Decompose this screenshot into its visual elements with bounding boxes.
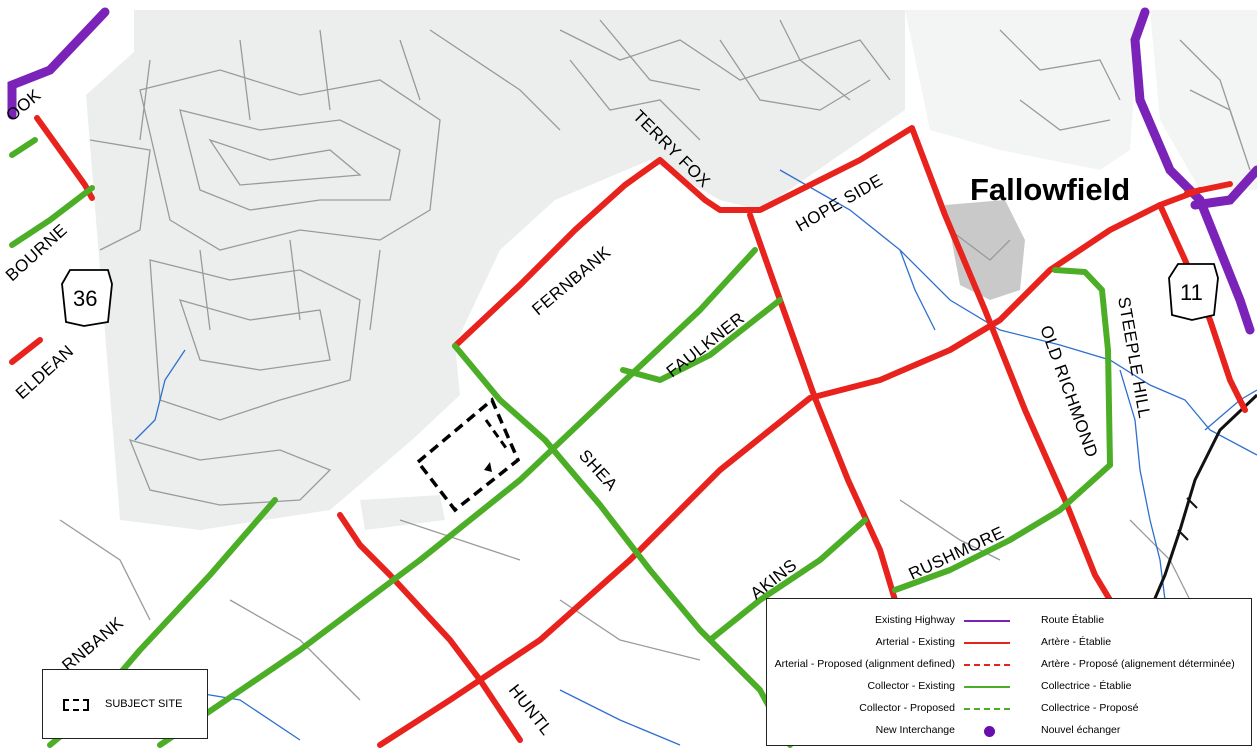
road-label-fernbank-south: RNBANK — [58, 613, 127, 675]
legend-row-collector-existing: Collector - Existing Collectrice - Établ… — [767, 677, 1251, 697]
road-label-steeple-hill: STEEPLE HILL — [1114, 295, 1154, 420]
legend-fr-label: Collectrice - Proposé — [1041, 702, 1139, 714]
road-label-hope-side: HOPE SIDE — [793, 170, 887, 235]
legend-symbol-collector-existing — [964, 686, 1010, 688]
urban-area — [10, 10, 1257, 530]
legend-row-new-interchange: New Interchange Nouvel échanger — [767, 721, 1251, 741]
shield-36-label: 36 — [73, 286, 97, 311]
road-label-faulkner: FAULKNER — [663, 308, 749, 381]
road-label-rushmore: RUSHMORE — [906, 523, 1008, 584]
legend-fr-label: Collectrice - Établie — [1041, 680, 1132, 692]
existing-highway — [7, 7, 1257, 335]
place-label-fallowfield: Fallowfield — [970, 172, 1130, 207]
map-legend: Existing Highway Route Établie Arterial … — [766, 598, 1252, 746]
legend-symbol-collector-proposed — [964, 708, 1010, 710]
subject-site-symbol — [63, 699, 89, 711]
subject-site-label: SUBJECT SITE — [105, 698, 183, 710]
legend-symbol-arterial-proposed — [964, 664, 1010, 666]
arterial-existing — [9, 115, 1248, 748]
legend-en-label: Arterial - Proposed (alignment defined) — [774, 658, 955, 670]
legend-symbol-highway — [964, 620, 1010, 622]
watercourses — [134, 169, 1257, 746]
legend-symbol-interchange-dot — [984, 726, 995, 737]
legend-en-label: Arterial - Existing — [875, 636, 955, 648]
legend-row-arterial-proposed: Arterial - Proposed (alignment defined) … — [767, 655, 1251, 675]
shield-11-label: 11 — [1180, 280, 1203, 305]
road-label-fernbank-north: FERNBANK — [528, 242, 614, 319]
legend-fr-label: Artère - Proposé (alignement déterminée) — [1041, 658, 1235, 670]
legend-row-highway: Existing Highway Route Établie — [767, 611, 1251, 631]
legend-fr-label: Route Établie — [1041, 614, 1105, 626]
legend-en-label: Existing Highway — [875, 614, 955, 626]
legend-en-label: Collector - Proposed — [859, 702, 955, 714]
collector-existing — [9, 137, 1113, 748]
legend-row-collector-proposed: Collector - Proposed Collectrice - Propo… — [767, 699, 1251, 719]
legend-fr-label: Artère - Établie — [1041, 636, 1112, 648]
rail-line — [1148, 393, 1257, 611]
legend-en-label: Collector - Existing — [867, 680, 955, 692]
subject-site[interactable] — [415, 397, 521, 513]
road-label-old-richmond: OLD RICHMOND — [1036, 323, 1101, 460]
subject-site-legend: SUBJECT SITE — [42, 669, 208, 739]
legend-symbol-arterial-existing — [964, 642, 1010, 644]
highway-shield-11: 11 — [1168, 263, 1219, 321]
highway-shield-36: 36 — [61, 269, 113, 327]
legend-row-arterial-existing: Arterial - Existing Artère - Établie — [767, 633, 1251, 653]
legend-fr-label: Nouvel échanger — [1041, 724, 1121, 736]
legend-en-label: New Interchange — [875, 724, 955, 736]
